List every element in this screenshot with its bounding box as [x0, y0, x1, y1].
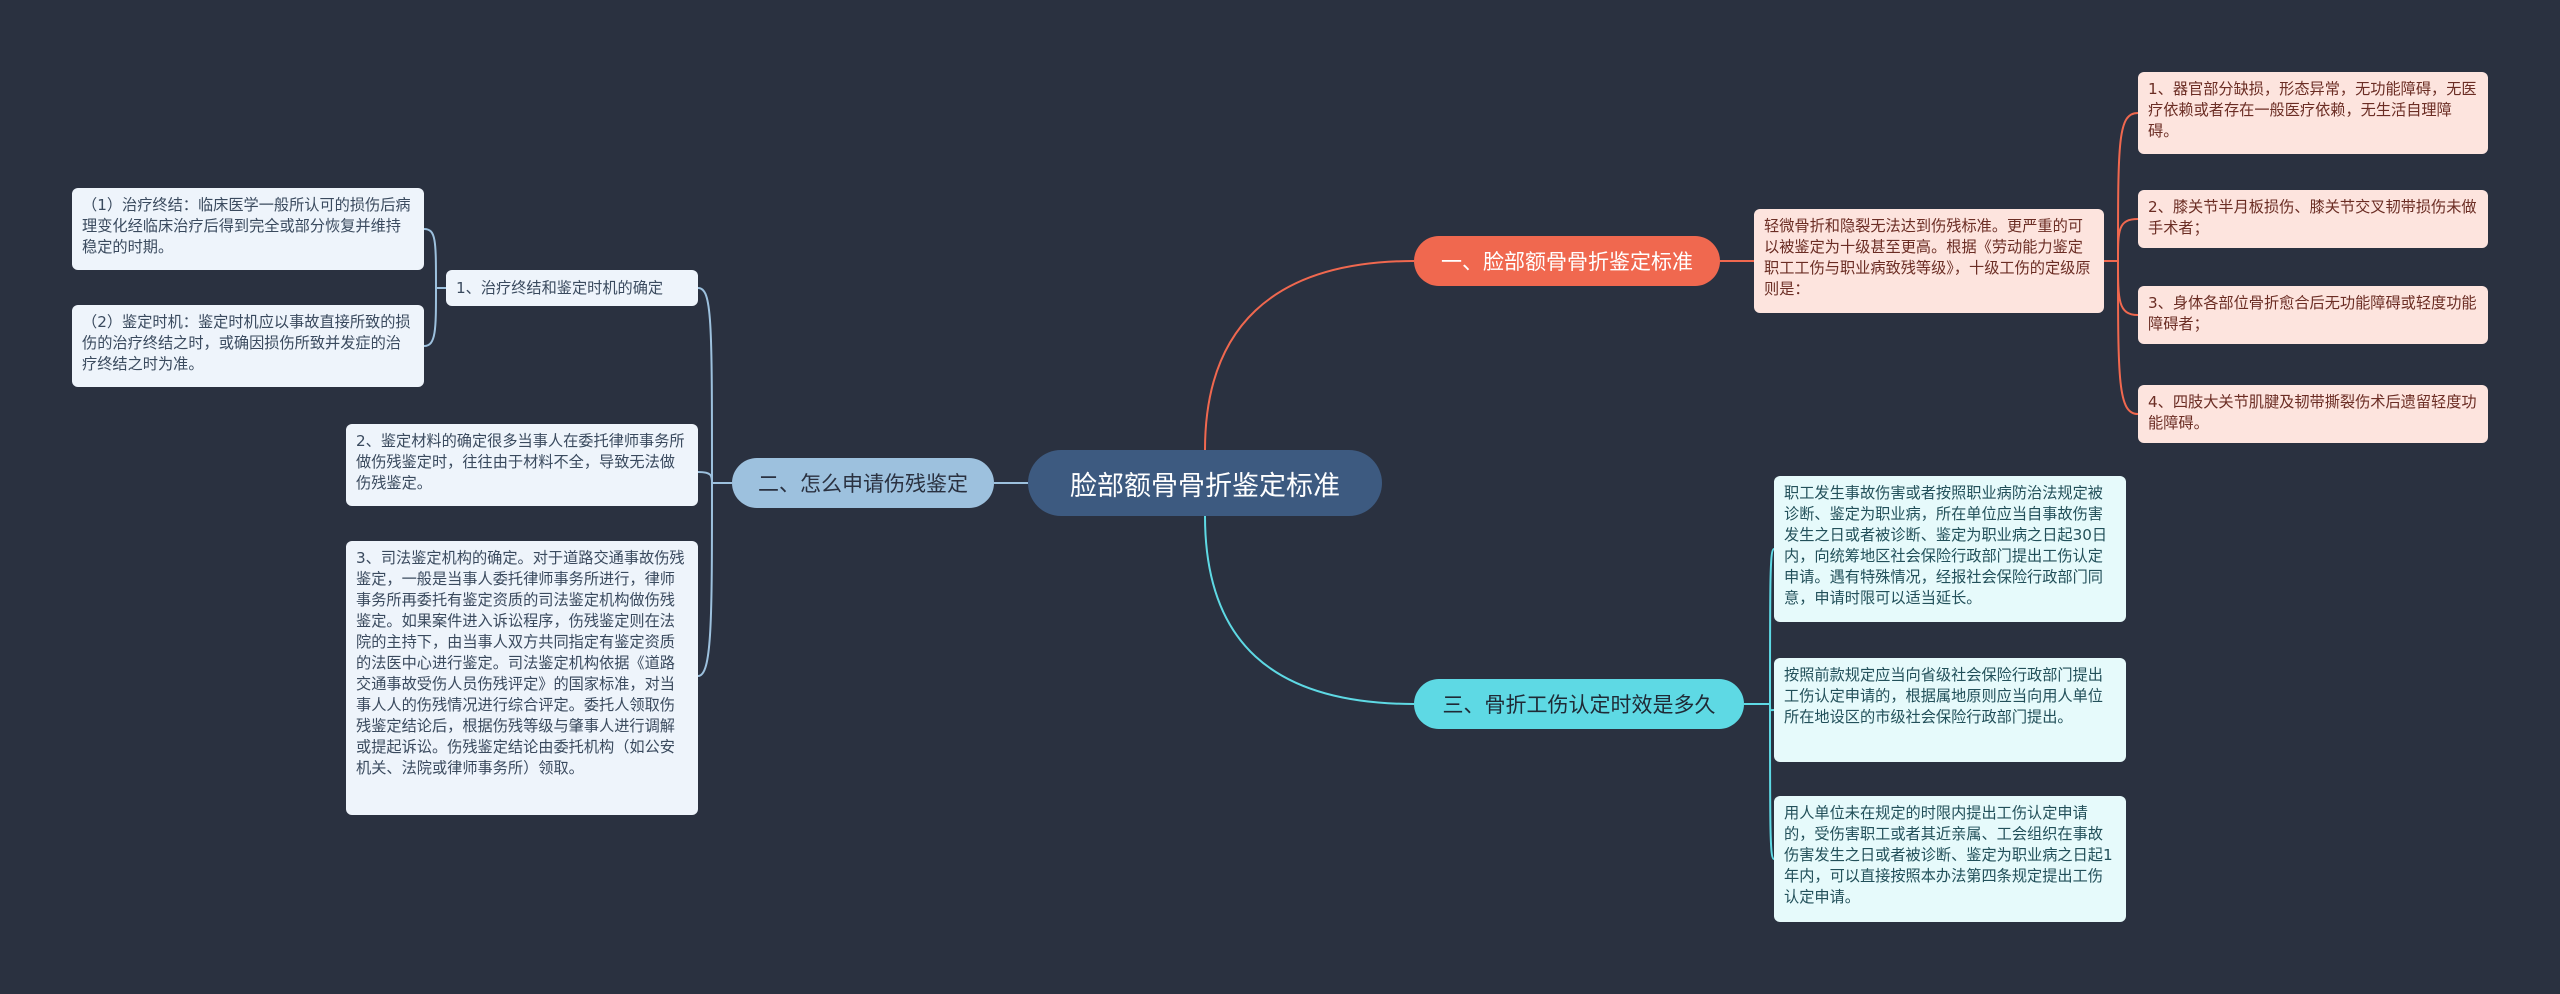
branch-2-item-2[interactable]: 2、鉴定材料的确定很多当事人在委托律师事务所做伤残鉴定时，往往由于材料不全，导致…	[346, 424, 698, 506]
branch-1-item-4[interactable]: 4、四肢大关节肌腱及韧带撕裂伤术后遗留轻度功能障碍。	[2138, 385, 2488, 443]
branch-3-item-3[interactable]: 用人单位未在规定的时限内提出工伤认定申请的，受伤害职工或者其近亲属、工会组织在事…	[1774, 796, 2126, 922]
branch-2-sub-1[interactable]: 1、治疗终结和鉴定时机的确定	[446, 270, 698, 306]
branch-2-sub-1-item-1[interactable]: （1）治疗终结：临床医学一般所认可的损伤后病理变化经临床治疗后得到完全或部分恢复…	[72, 188, 424, 270]
branch-1-item-1[interactable]: 1、器官部分缺损，形态异常，无功能障碍，无医疗依赖或者存在一般医疗依赖，无生活自…	[2138, 72, 2488, 154]
branch-2-item-3[interactable]: 3、司法鉴定机构的确定。对于道路交通事故伤残鉴定，一般是当事人委托律师事务所进行…	[346, 541, 698, 815]
branch-2-topic[interactable]: 二、怎么申请伤残鉴定	[732, 458, 994, 508]
root-topic[interactable]: 脸部额骨骨折鉴定标准	[1028, 450, 1382, 516]
branch-1-item-2[interactable]: 2、膝关节半月板损伤、膝关节交叉韧带损伤未做手术者；	[2138, 190, 2488, 248]
branch-3-item-2[interactable]: 按照前款规定应当向省级社会保险行政部门提出工伤认定申请的，根据属地原则应当向用人…	[1774, 658, 2126, 762]
branch-3-topic[interactable]: 三、骨折工伤认定时效是多久	[1414, 679, 1744, 729]
branch-3-item-1[interactable]: 职工发生事故伤害或者按照职业病防治法规定被诊断、鉴定为职业病，所在单位应当自事故…	[1774, 476, 2126, 622]
branch-1-summary[interactable]: 轻微骨折和隐裂无法达到伤残标准。更严重的可以被鉴定为十级甚至更高。根据《劳动能力…	[1754, 209, 2104, 313]
branch-1-topic[interactable]: 一、脸部额骨骨折鉴定标准	[1414, 236, 1720, 286]
branch-1-item-3[interactable]: 3、身体各部位骨折愈合后无功能障碍或轻度功能障碍者；	[2138, 286, 2488, 344]
branch-2-sub-1-item-2[interactable]: （2）鉴定时机：鉴定时机应以事故直接所致的损伤的治疗终结之时，或确因损伤所致并发…	[72, 305, 424, 387]
